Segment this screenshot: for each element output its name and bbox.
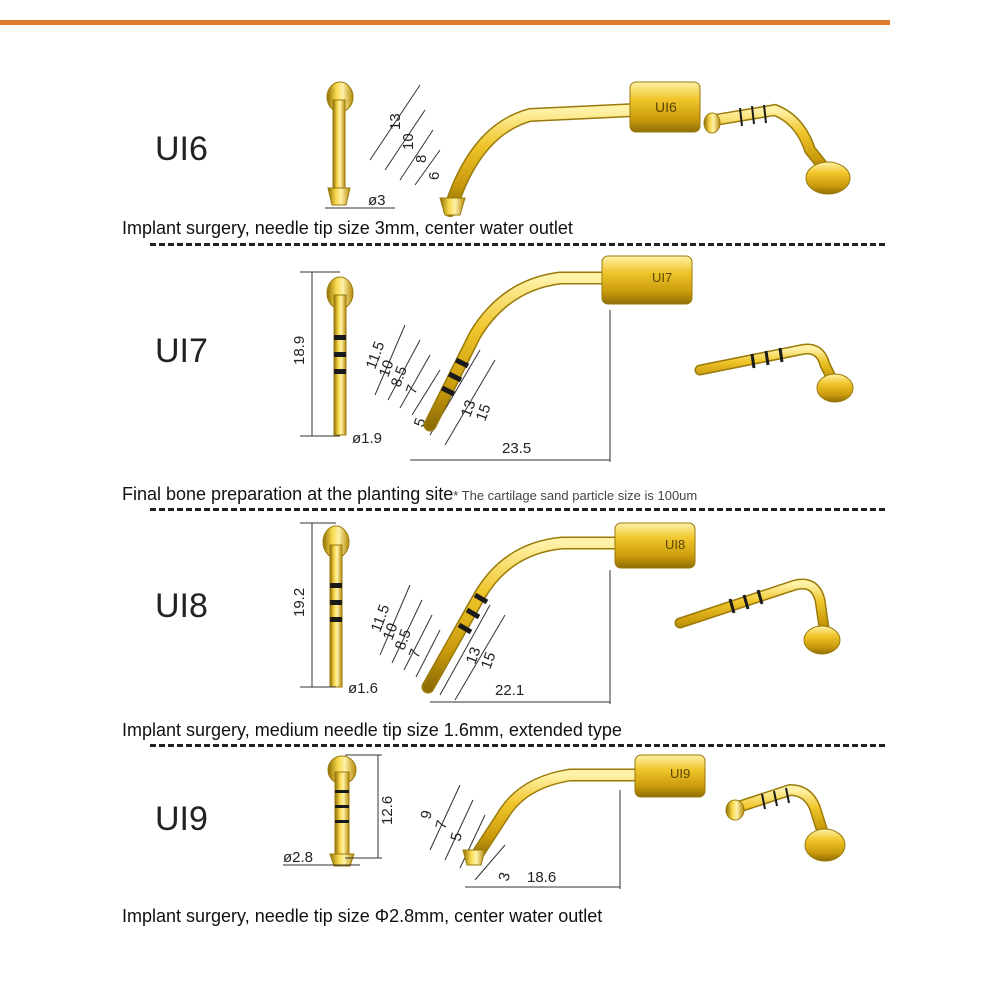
- tip-main-view: UI9: [462, 754, 706, 866]
- length-label: 19.2: [291, 588, 308, 617]
- model-label: UI6: [155, 130, 208, 168]
- section-description: Implant surgery, needle tip size Φ2.8mm,…: [122, 906, 603, 926]
- model-engraving: UI7: [652, 270, 672, 285]
- tip-diagram-ui6: ø3 13 10 8 6 UI6: [325, 81, 851, 217]
- description-text: Final bone preparation at the planting s…: [122, 484, 454, 504]
- tip-perspective-view: [703, 103, 851, 195]
- model-engraving: UI8: [665, 537, 685, 552]
- dim-label: 7: [432, 819, 451, 831]
- diameter-label: ø1.6: [348, 680, 378, 697]
- model-label: UI7: [155, 332, 208, 370]
- section-ui8: UI8 19.2 ø1.6 11.5 10 8.5 7 13: [0, 515, 1000, 745]
- section-divider: [150, 243, 885, 246]
- reach-label: 18.6: [527, 869, 556, 886]
- section-divider: [150, 508, 885, 511]
- dim-label: 8.5: [392, 627, 415, 652]
- tip-side-view: [322, 525, 350, 688]
- section-description: Final bone preparation at the planting s…: [122, 484, 697, 505]
- note-text: * The cartilage sand particle size is 10…: [453, 488, 698, 503]
- dim-label: 10: [380, 621, 402, 642]
- dim-label: 15: [478, 650, 500, 671]
- model-engraving: UI9: [670, 766, 690, 781]
- reach-label: 22.1: [495, 682, 524, 699]
- section-divider: [150, 744, 885, 747]
- dim-label: 10: [376, 358, 398, 379]
- tip-diagram-ui8: 19.2 ø1.6 11.5 10 8.5 7 13 15 22.1 UI8: [291, 522, 841, 704]
- length-label: 18.9: [291, 336, 308, 365]
- dimension-lines: [429, 784, 621, 889]
- dim-label: 7: [403, 383, 422, 397]
- tip-side-view: [326, 276, 354, 436]
- dim-label: 8: [413, 155, 430, 163]
- tip-main-view: UI7: [423, 255, 693, 432]
- dim-label: 15: [473, 402, 495, 423]
- dim-label: 13: [458, 398, 480, 419]
- tip-diagram-ui9: 12.6 ø2.8 9 7 5 3 18.6 UI9: [283, 754, 846, 889]
- tip-main-view: UI8: [421, 522, 696, 694]
- top-accent-bar: [0, 20, 890, 25]
- tip-perspective-view: [725, 783, 846, 862]
- diameter-label: ø2.8: [283, 849, 313, 866]
- section-description: Implant surgery, medium needle tip size …: [122, 720, 622, 740]
- dim-label: 8.5: [388, 364, 411, 389]
- section-ui7: UI7 18.9 ø1.9 11.5 10 8.5 7 5: [0, 250, 1000, 510]
- reach-label: 23.5: [502, 440, 531, 457]
- section-ui6: UI6 ø3 13 10 8 6 UI6: [0, 0, 1000, 250]
- model-engraving: UI6: [655, 99, 677, 115]
- model-label: UI9: [155, 800, 208, 838]
- length-label: 12.6: [379, 796, 396, 825]
- diameter-label: ø3: [368, 192, 386, 209]
- tip-perspective-view: [694, 343, 854, 403]
- tip-diagram-ui7: 18.9 ø1.9 11.5 10 8.5 7 5 13 15 23.5: [291, 255, 854, 462]
- tip-side-view: [327, 755, 357, 867]
- tip-perspective-view: [674, 578, 841, 655]
- dimension-lines: [369, 84, 441, 186]
- dim-label: 6: [426, 172, 443, 180]
- dim-label: 13: [387, 113, 404, 130]
- diameter-label: ø1.9: [352, 430, 382, 447]
- dim-label: 5: [447, 831, 466, 843]
- model-label: UI8: [155, 587, 208, 625]
- dim-label: 10: [400, 133, 417, 150]
- dim-label: 13: [463, 645, 485, 666]
- dim-label: 3: [495, 871, 514, 883]
- dimension-lines: [379, 570, 611, 704]
- tip-side-view: [326, 81, 354, 206]
- tip-main-view: UI6: [439, 81, 701, 217]
- section-description: Implant surgery, needle tip size 3mm, ce…: [122, 218, 573, 238]
- dim-label: 9: [417, 809, 436, 821]
- section-ui9: UI9 12.6 ø2.8 9 7 5 3 18.6: [0, 750, 1000, 990]
